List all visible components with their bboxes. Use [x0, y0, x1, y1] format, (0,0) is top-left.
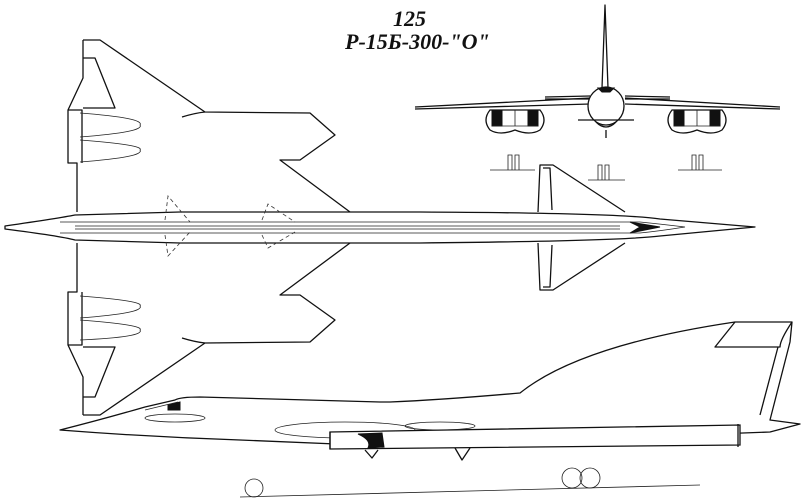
right-engine-pod	[667, 109, 727, 134]
front-view	[414, 4, 781, 181]
left-engine-pod	[485, 109, 545, 134]
drawing-number: 125	[393, 6, 426, 31]
gear-markers	[490, 154, 722, 181]
aircraft-designation: Р-15Б-300-"О"	[345, 29, 490, 54]
top-view	[4, 39, 756, 416]
side-view	[59, 321, 801, 498]
